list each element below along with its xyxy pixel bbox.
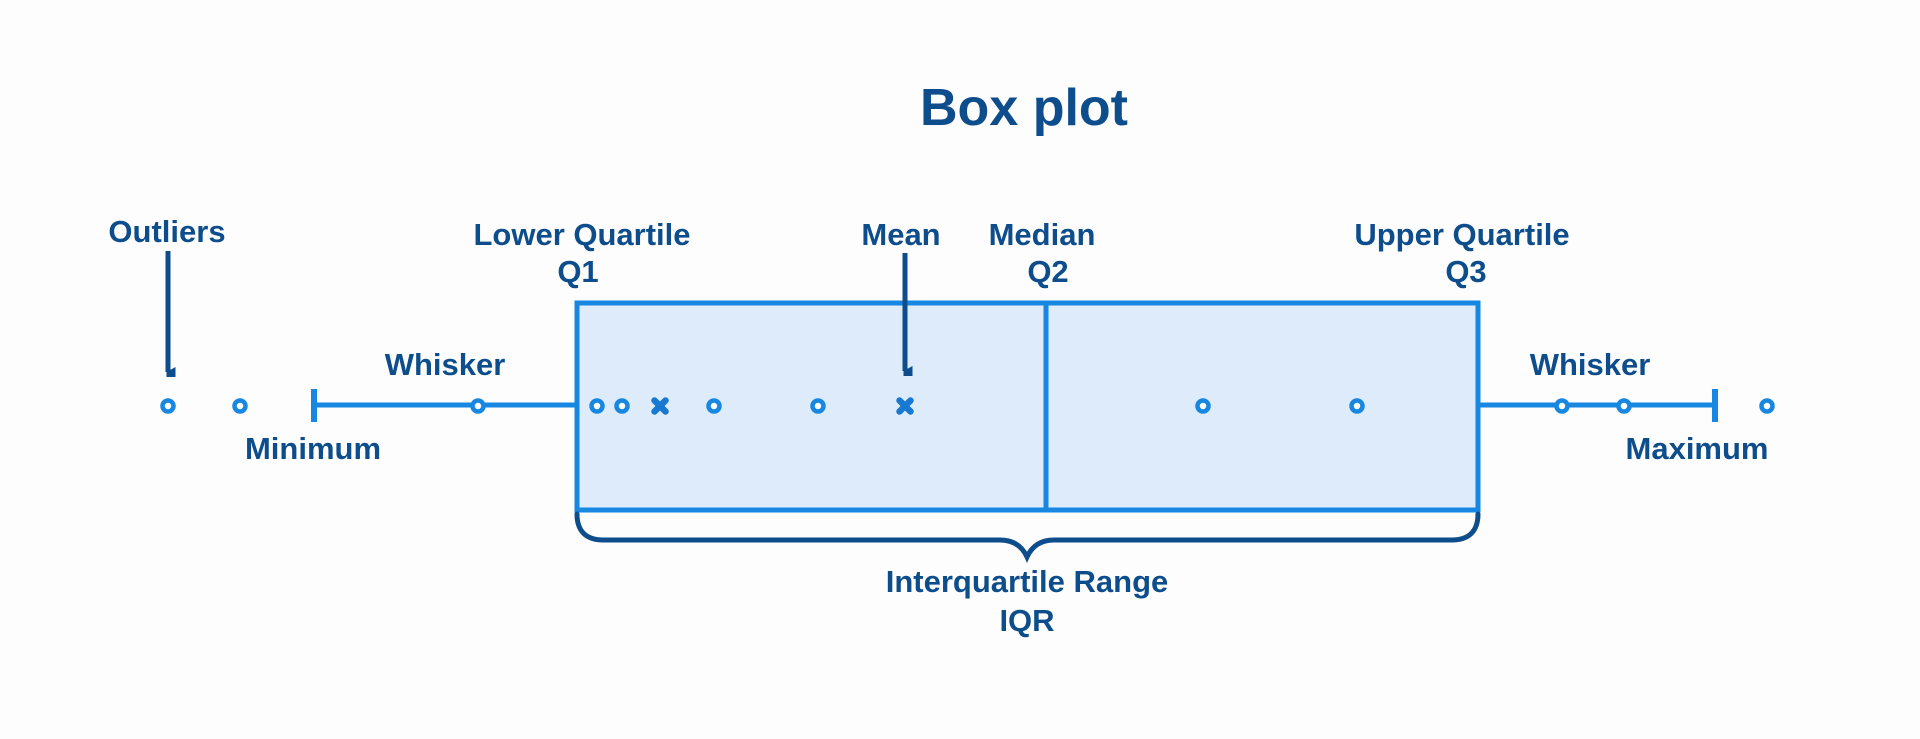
lower-quartile-label: Lower Quartile bbox=[473, 217, 691, 252]
iqr-box bbox=[574, 300, 1481, 513]
mean-marker bbox=[896, 397, 914, 415]
q1-label: Q1 bbox=[557, 254, 599, 289]
data-points-layer bbox=[160, 397, 1775, 415]
data-point bbox=[1195, 398, 1211, 414]
whisker-point bbox=[1616, 398, 1632, 414]
cross-marker bbox=[651, 397, 669, 415]
iqr-brace bbox=[574, 511, 1481, 564]
left-whisker-label: Whisker bbox=[384, 347, 506, 382]
whisker-point bbox=[1554, 398, 1570, 414]
iqr-abbr-label: IQR bbox=[999, 603, 1055, 638]
data-point bbox=[810, 398, 826, 414]
q2-label: Q2 bbox=[1027, 254, 1069, 289]
data-point bbox=[589, 398, 605, 414]
upper-quartile-label: Upper Quartile bbox=[1354, 217, 1570, 252]
data-point bbox=[706, 398, 722, 414]
iqr-range-label: Interquartile Range bbox=[885, 564, 1169, 599]
minimum-label: Minimum bbox=[244, 431, 382, 466]
outlier-point bbox=[1759, 398, 1775, 414]
outliers-label: Outliers bbox=[108, 214, 226, 249]
mean-label: Mean bbox=[861, 217, 941, 252]
right-whisker-label: Whisker bbox=[1529, 347, 1651, 382]
data-point bbox=[614, 398, 630, 414]
maximum-label: Maximum bbox=[1625, 431, 1769, 466]
q3-label: Q3 bbox=[1445, 254, 1487, 289]
outlier-point bbox=[160, 398, 176, 414]
whisker-point bbox=[470, 398, 486, 414]
data-point bbox=[1349, 398, 1365, 414]
outlier-point bbox=[232, 398, 248, 414]
median-label: Median bbox=[988, 217, 1096, 252]
page-title: Box plot bbox=[920, 79, 1128, 137]
